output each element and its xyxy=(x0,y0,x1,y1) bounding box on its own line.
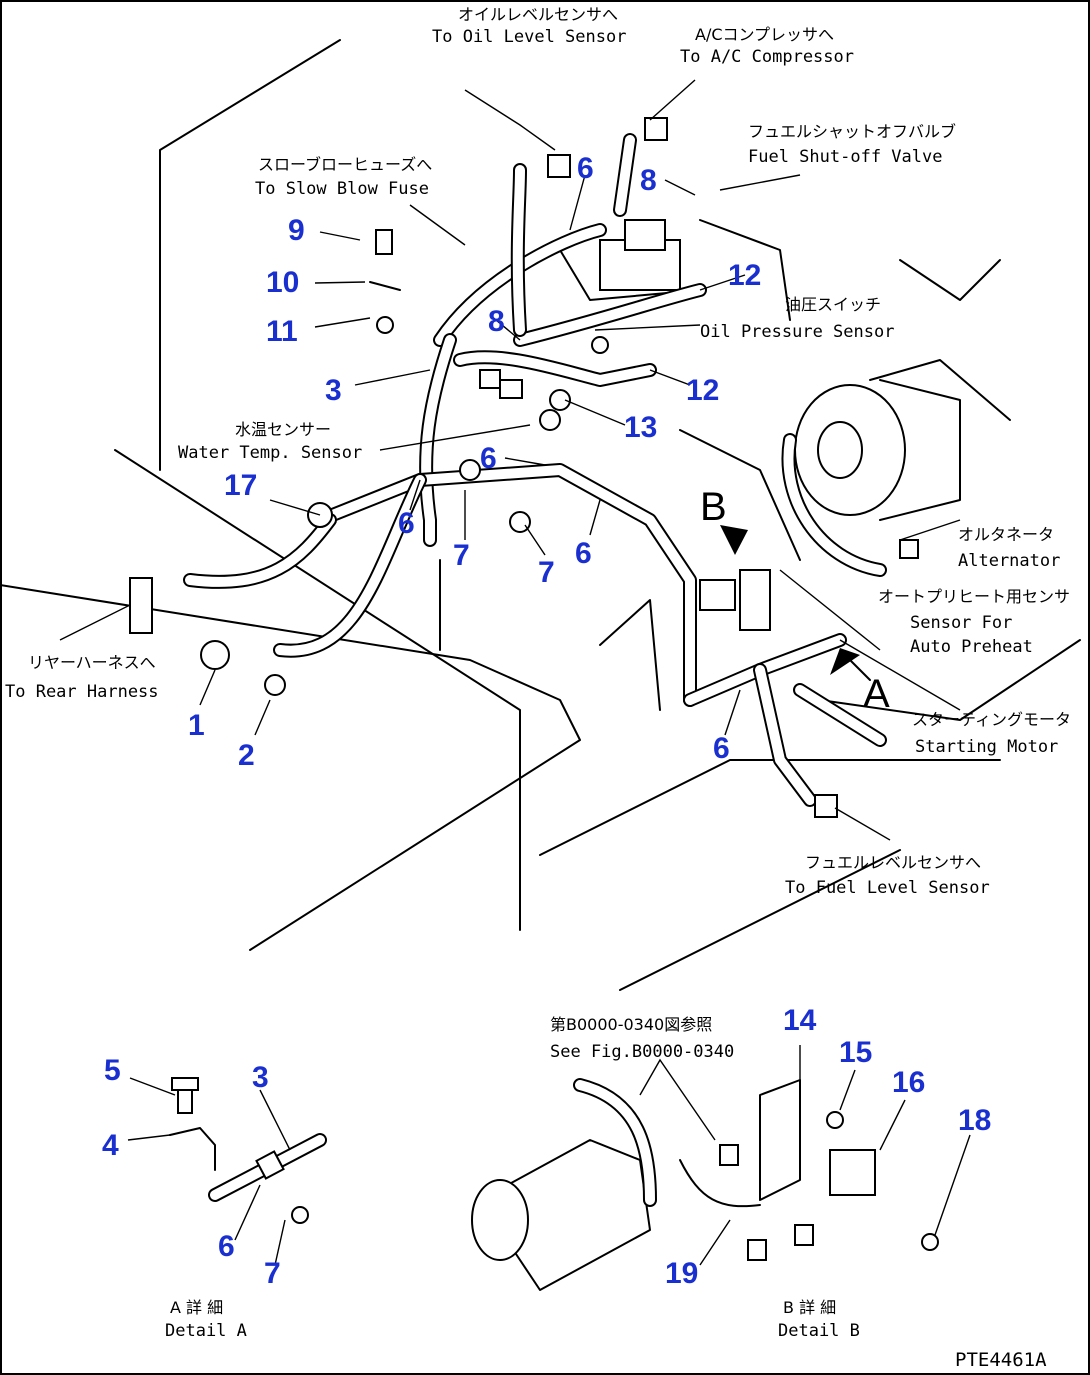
svg-text:To Fuel Level Sensor: To Fuel Level Sensor xyxy=(785,878,990,898)
svg-text:To Oil Level Sensor: To Oil Level Sensor xyxy=(432,27,626,47)
label-slow-blow-fuse: スローブローヒューズへ To Slow Blow Fuse xyxy=(255,155,432,199)
callout-7-left: 7 xyxy=(453,539,470,572)
engine-block xyxy=(479,219,791,411)
label-ac-compressor: A/Cコンプレッサへ To A/C Compressor xyxy=(680,25,854,67)
svg-text:See Fig.B0000-0340: See Fig.B0000-0340 xyxy=(550,1042,734,1062)
callout-9: 9 xyxy=(288,214,305,247)
svg-text:オイルレベルセンサへ: オイルレベルセンサへ xyxy=(458,5,618,24)
label-oil-level-sensor: オイルレベルセンサへ To Oil Level Sensor xyxy=(432,5,626,47)
label-see-fig: 第B0000-0340図参照 See Fig.B0000-0340 xyxy=(550,1015,734,1062)
svg-text:油圧スイッチ: 油圧スイッチ xyxy=(785,295,881,314)
figure-code: PTE4461A xyxy=(955,1349,1047,1371)
svg-text:フュエルレベルセンサへ: フュエルレベルセンサへ xyxy=(805,853,981,872)
callout-7-detail: 7 xyxy=(264,1257,281,1290)
detail-a-drawing xyxy=(127,1077,327,1266)
callout-5: 5 xyxy=(104,1054,121,1087)
label-auto-preheat-sensor: オートプリヒート用センサ Sensor For Auto Preheat xyxy=(878,587,1070,657)
svg-text:スターティングモータ: スターティングモータ xyxy=(912,710,1071,729)
callout-7-right: 7 xyxy=(538,556,555,589)
callout-11: 11 xyxy=(266,315,298,348)
svg-text:Oil Pressure Sensor: Oil Pressure Sensor xyxy=(700,322,894,342)
callout-6-detail: 6 xyxy=(218,1230,235,1263)
svg-text:To A/C Compressor: To A/C Compressor xyxy=(680,47,854,67)
callout-15: 15 xyxy=(839,1036,872,1069)
leader-lines xyxy=(59,79,961,841)
engine-outline xyxy=(0,39,1081,991)
callout-12-top: 12 xyxy=(728,259,761,292)
callout-6-right: 6 xyxy=(575,537,592,570)
view-a-letter: A xyxy=(863,672,890,716)
svg-text:Detail B: Detail B xyxy=(778,1321,860,1341)
callout-8-mid: 8 xyxy=(488,305,505,338)
callout-6-bottom: 6 xyxy=(713,732,730,765)
callout-13: 13 xyxy=(624,411,657,444)
svg-text:オートプリヒート用センサ: オートプリヒート用センサ xyxy=(878,587,1070,606)
svg-text:Detail A: Detail A xyxy=(165,1321,247,1341)
connectors xyxy=(129,117,919,818)
svg-text:To Rear Harness: To Rear Harness xyxy=(5,682,159,702)
svg-text:Sensor For: Sensor For xyxy=(910,613,1012,633)
callout-3-detail: 3 xyxy=(252,1061,269,1094)
callout-6-mid: 6 xyxy=(480,442,497,475)
svg-text:To Slow Blow Fuse: To Slow Blow Fuse xyxy=(255,179,429,199)
svg-text:Alternator: Alternator xyxy=(958,551,1060,571)
detail-b-drawing xyxy=(471,1045,971,1291)
svg-text:Fuel Shut-off Valve: Fuel Shut-off Valve xyxy=(748,147,942,167)
label-water-temp-sensor: 水温センサー Water Temp. Sensor xyxy=(178,420,362,463)
callout-6-top: 6 xyxy=(577,152,594,185)
callout-4: 4 xyxy=(102,1129,119,1162)
label-rear-harness: リヤーハーネスへ To Rear Harness xyxy=(5,653,159,702)
callout-16: 16 xyxy=(892,1066,925,1099)
view-b-letter: B xyxy=(700,485,727,529)
callout-6-left: 6 xyxy=(398,507,415,540)
callout-10: 10 xyxy=(266,266,299,299)
svg-text:オルタネータ: オルタネータ xyxy=(958,525,1054,544)
callout-19: 19 xyxy=(665,1257,698,1290)
callout-numbers: 1 2 3 3 4 5 6 6 6 6 6 6 7 7 7 8 8 9 10 1… xyxy=(102,152,991,1290)
svg-text:A/Cコンプレッサへ: A/Cコンプレッサへ xyxy=(695,25,834,44)
callout-8-top: 8 xyxy=(640,164,657,197)
callout-12-bottom: 12 xyxy=(686,374,719,407)
label-fuel-shutoff-valve: フュエルシャットオフバルブ Fuel Shut-off Valve xyxy=(748,122,956,167)
label-oil-pressure-sensor: 油圧スイッチ Oil Pressure Sensor xyxy=(700,295,894,342)
svg-text:スローブローヒューズへ: スローブローヒューズへ xyxy=(258,155,432,174)
alternator-part xyxy=(794,359,1011,521)
view-arrows xyxy=(720,525,871,681)
label-alternator: オルタネータ Alternator xyxy=(958,525,1060,571)
svg-text:第B0000-0340図参照: 第B0000-0340図参照 xyxy=(550,1015,712,1034)
svg-text:Starting Motor: Starting Motor xyxy=(915,737,1058,757)
svg-text:Water Temp. Sensor: Water Temp. Sensor xyxy=(178,443,362,463)
svg-text:Auto Preheat: Auto Preheat xyxy=(910,637,1033,657)
label-fuel-level-sensor: フュエルレベルセンサへ To Fuel Level Sensor xyxy=(785,853,990,898)
svg-text:A 詳 細: A 詳 細 xyxy=(170,1298,223,1317)
callout-1: 1 xyxy=(188,709,205,742)
callout-2: 2 xyxy=(238,739,255,772)
svg-text:水温センサー: 水温センサー xyxy=(235,420,331,439)
callout-3: 3 xyxy=(325,374,342,407)
label-detail-a: A 詳 細 Detail A xyxy=(165,1298,247,1341)
callout-14: 14 xyxy=(783,1004,817,1037)
callout-18: 18 xyxy=(958,1104,991,1137)
label-starting-motor: スターティングモータ Starting Motor xyxy=(912,710,1071,757)
main-harness xyxy=(183,133,887,807)
svg-text:B 詳 細: B 詳 細 xyxy=(783,1298,836,1317)
callout-17: 17 xyxy=(224,469,257,502)
svg-text:フュエルシャットオフバルブ: フュエルシャットオフバルブ xyxy=(748,122,956,141)
label-detail-b: B 詳 細 Detail B xyxy=(778,1298,860,1341)
svg-text:リヤーハーネスへ: リヤーハーネスへ xyxy=(28,653,156,672)
